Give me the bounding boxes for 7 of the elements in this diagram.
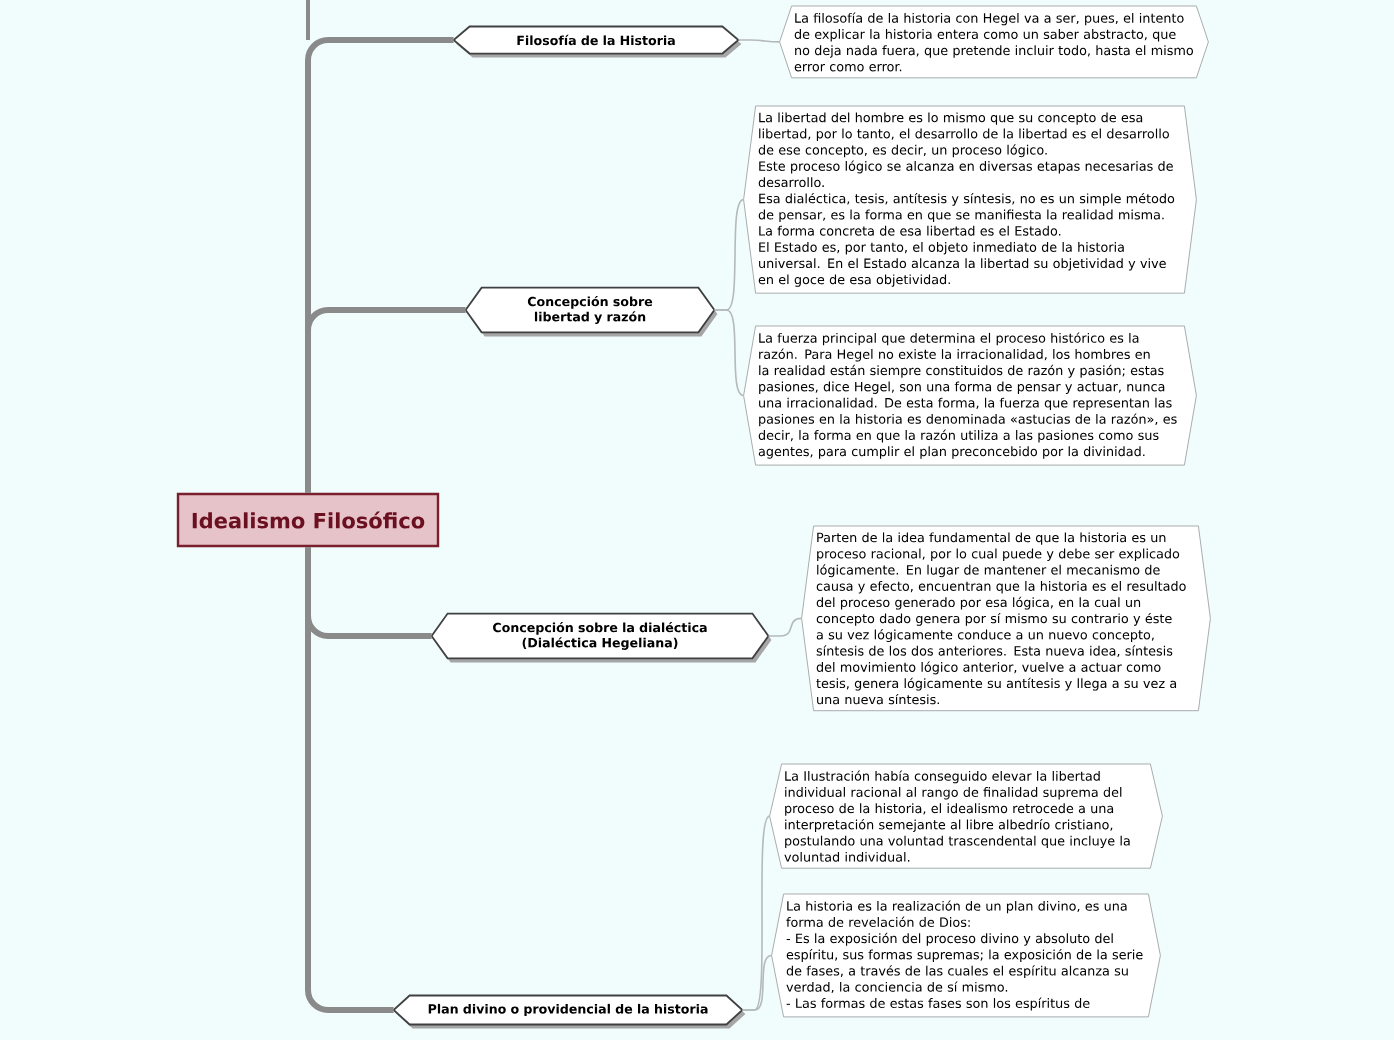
connector-line xyxy=(305,547,394,1013)
connector-line xyxy=(737,39,781,43)
connector-line xyxy=(713,309,745,397)
connector-line xyxy=(305,307,466,493)
connector-line xyxy=(767,617,803,637)
root-box: Idealismo Filosófico xyxy=(176,492,440,548)
connector-line xyxy=(741,954,773,1011)
